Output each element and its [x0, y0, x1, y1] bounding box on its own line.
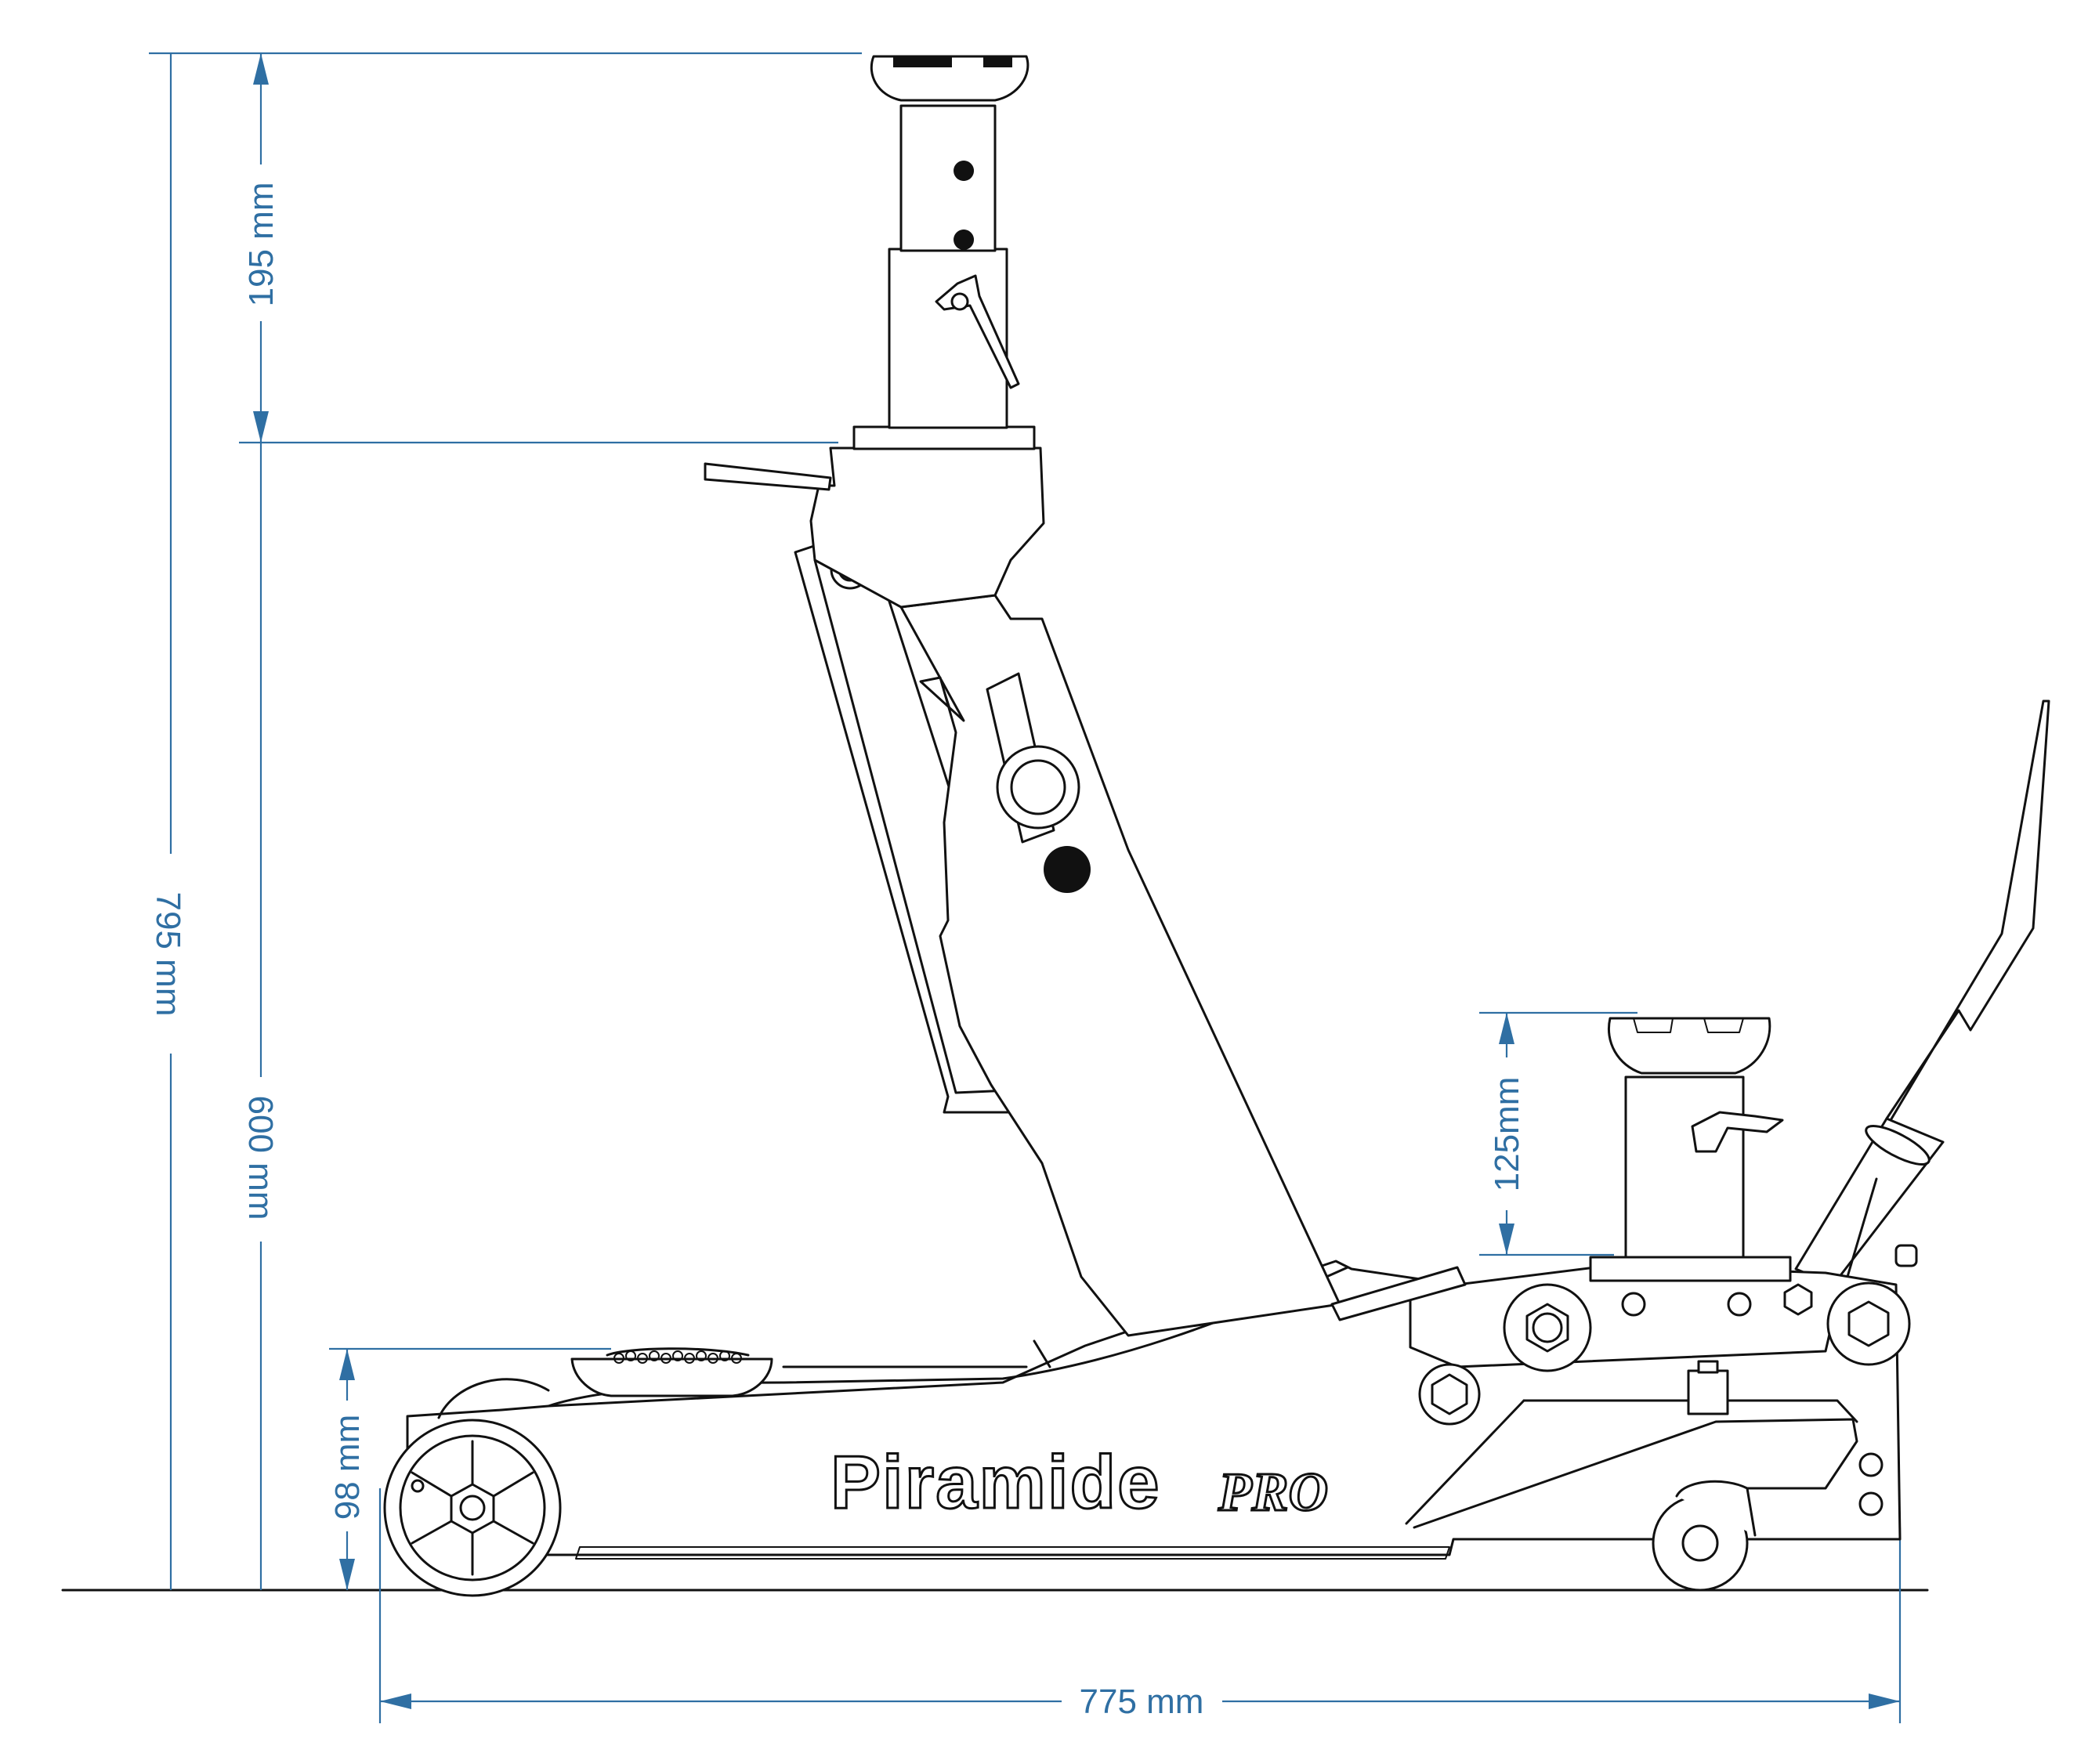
bolt-1-center	[1532, 1312, 1563, 1343]
rear-wheel-hub	[1681, 1524, 1719, 1562]
front-wheel-grease	[411, 1479, 425, 1493]
dim-775-arrow-right	[1869, 1694, 1900, 1709]
handle-rod	[1844, 1177, 1878, 1286]
dim-125-arrow-top	[1499, 1013, 1514, 1044]
brand-name: Piramide	[830, 1440, 1161, 1524]
dim-98-arrow-top	[339, 1349, 355, 1380]
dim-125-arrow-bottom	[1499, 1224, 1514, 1255]
bolt-3-head	[1847, 1300, 1890, 1347]
front-wheel-fender	[437, 1378, 550, 1419]
dim-98-label: 98 mm	[328, 1415, 367, 1520]
dim-98-arrow-bottom	[339, 1559, 355, 1590]
saddle-raised	[704, 55, 1045, 609]
rivet-2	[1727, 1292, 1752, 1317]
saddle-post-hole-1	[954, 161, 975, 181]
saddle-pad-1	[893, 56, 952, 67]
handle-knob	[1894, 1244, 1918, 1267]
low-saddle-notches	[1633, 1018, 1744, 1033]
rivet-1	[1621, 1292, 1646, 1317]
saddle-post	[899, 104, 997, 252]
chassis-rail-joint	[1033, 1339, 1051, 1368]
brand-suffix: PRO	[1218, 1462, 1328, 1523]
arm-link-bar	[1330, 1266, 1467, 1321]
nut-small	[1783, 1283, 1813, 1316]
release-valve	[1687, 1369, 1729, 1415]
saddle-lowered	[1589, 1017, 1792, 1282]
fasteners	[1418, 1281, 1911, 1516]
low-saddle-base	[1589, 1256, 1792, 1282]
rear-wheel	[1652, 1480, 1757, 1592]
dim-795-label: 795 mm	[149, 892, 187, 1017]
chassis-brace-diag	[1405, 1399, 1525, 1525]
jack-illustration: Piramide PRO	[383, 55, 2050, 1597]
tray-dish	[570, 1357, 773, 1397]
saddle-lever	[704, 462, 832, 491]
front-wheel-spokes	[411, 1440, 534, 1576]
tray-balls	[613, 1350, 742, 1364]
handle	[1794, 699, 2050, 1286]
dim-775-label: 775 mm	[1080, 1683, 1204, 1721]
saddle-base-plate	[852, 425, 1036, 450]
dim-775-arrow-left	[380, 1694, 411, 1709]
low-saddle-cup	[1608, 1017, 1771, 1075]
saddle-pad-2	[983, 56, 1012, 67]
rear-wheel-bracket	[1675, 1480, 1757, 1537]
saddle-post-hole-2	[954, 230, 975, 250]
dim-125-label: 125mm	[1488, 1077, 1526, 1192]
tool-tray	[570, 1347, 773, 1397]
front-wheel	[383, 1378, 562, 1597]
release-valve-cap	[1697, 1360, 1719, 1374]
arm-lift-plate	[899, 594, 1341, 1337]
lift-arm	[794, 519, 1467, 1337]
dim-195-arrow-bottom	[253, 411, 269, 443]
tray-rim	[606, 1347, 750, 1357]
arm-pivot-inner	[1010, 759, 1066, 815]
arm-pin-solid	[1044, 846, 1091, 893]
dimension-lines: 795 mm 195 mm 600 mm 98 mm 125mm 775 mm	[61, 52, 1929, 1723]
dim-600-label: 600 mm	[241, 1096, 280, 1220]
chassis-skirt	[575, 1546, 1450, 1560]
handle-collar	[1865, 1125, 1931, 1166]
bolt-2-head	[1431, 1373, 1468, 1415]
chassis-brace-top	[1522, 1399, 1858, 1423]
rivet-4	[1858, 1491, 1884, 1516]
front-wheel-axle	[459, 1495, 486, 1521]
low-saddle-sleeve	[1624, 1075, 1745, 1259]
dim-195-label: 195 mm	[242, 183, 280, 307]
handle-grip	[1879, 699, 2050, 1139]
low-saddle-pin	[1691, 1111, 1784, 1153]
saddle-pin-ring	[950, 292, 969, 311]
rivet-3	[1858, 1452, 1884, 1477]
dim-195-arrow-top	[253, 53, 269, 85]
chassis-brace	[1413, 1418, 1858, 1529]
brand-logo: Piramide PRO	[830, 1440, 1330, 1526]
